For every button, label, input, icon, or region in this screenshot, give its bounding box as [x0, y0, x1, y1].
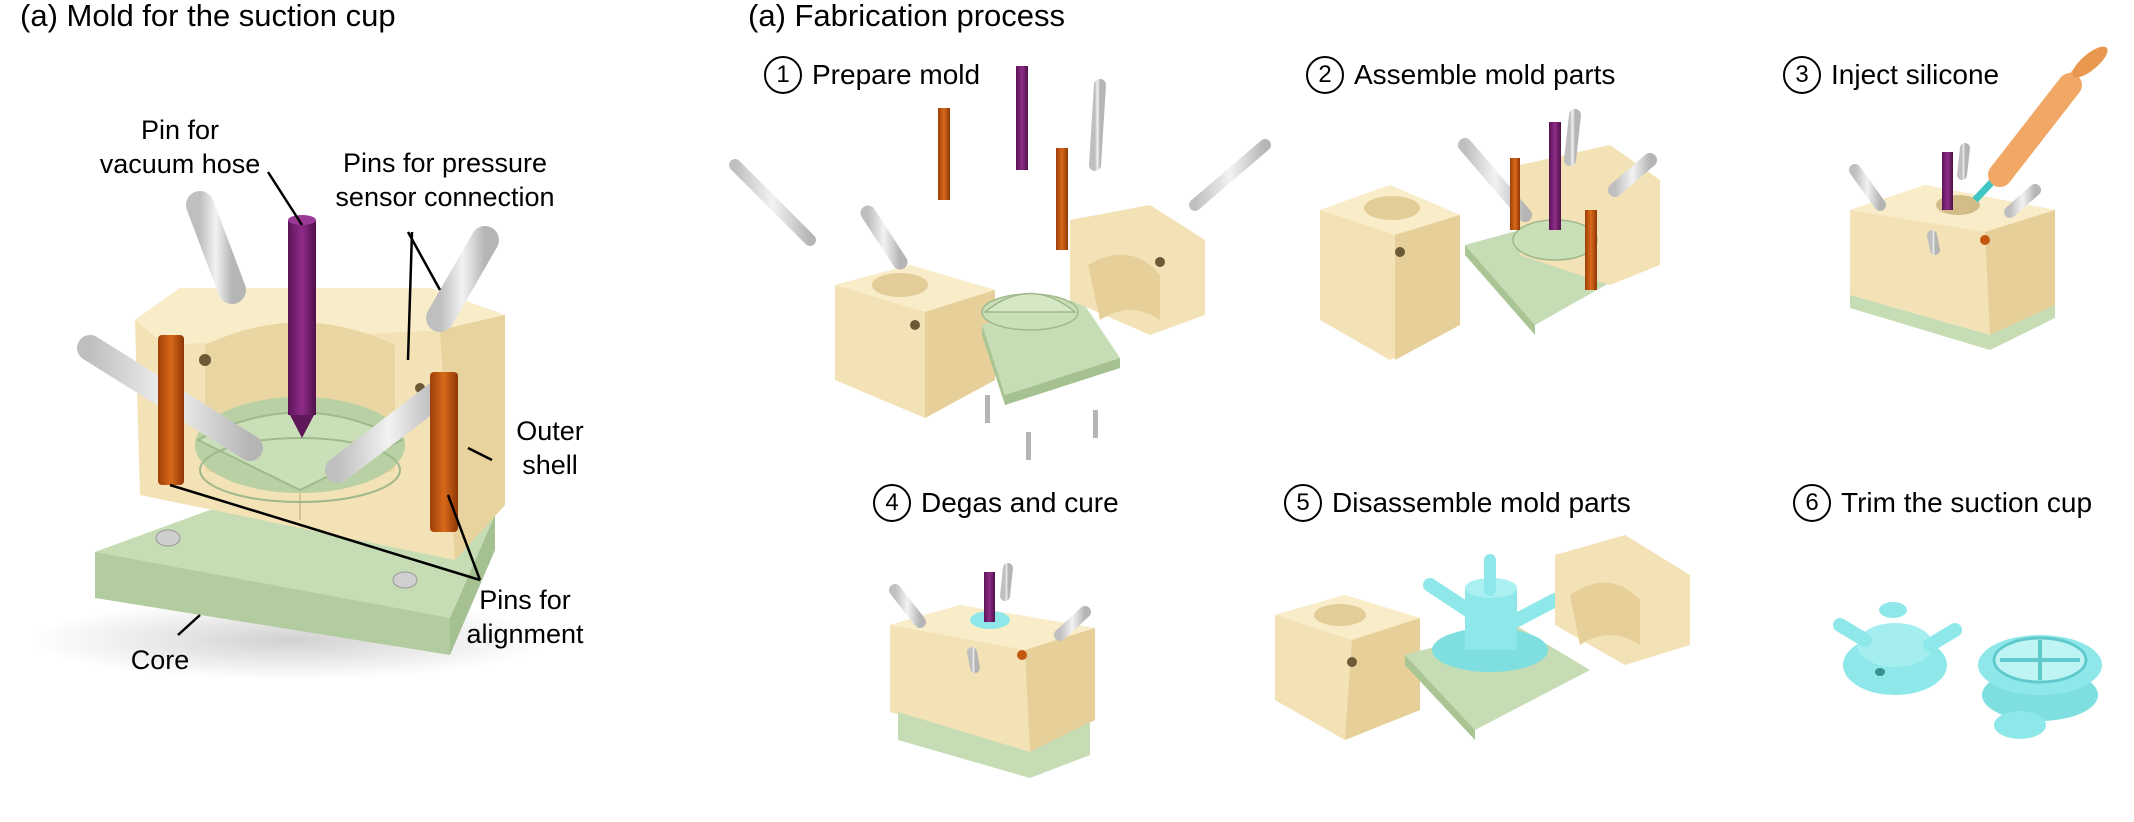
- step-number: 1: [764, 56, 802, 94]
- step1-illustration: [729, 66, 1271, 460]
- step-number: 6: [1793, 484, 1831, 522]
- panel-a-title: (a) Mold for the suction cup: [20, 0, 396, 33]
- label-pins-pressure-sensor: Pins for pressure sensor connection: [335, 148, 555, 212]
- step-label: Inject silicone: [1831, 59, 2000, 90]
- step-4: 4 Degas and cure: [873, 484, 1119, 522]
- step-2: 2 Assemble mold parts: [1306, 56, 1615, 94]
- step-label: Assemble mold parts: [1354, 59, 1616, 90]
- step-label: Degas and cure: [921, 487, 1119, 518]
- step-5: 5 Disassemble mold parts: [1284, 484, 1631, 522]
- step-label: Disassemble mold parts: [1332, 487, 1631, 518]
- label-core: Core: [130, 645, 190, 675]
- step-3: 3 Inject silicone: [1783, 56, 1999, 94]
- callout-lines: [169, 171, 493, 636]
- step-6: 6 Trim the suction cup: [1793, 484, 2092, 522]
- step-number: 5: [1284, 484, 1322, 522]
- step2-illustration: [1320, 109, 1660, 360]
- step-label: Prepare mold: [812, 59, 981, 90]
- step4-illustration: [889, 563, 1095, 778]
- label-outer-shell: Outer shell: [516, 416, 584, 480]
- step-number: 4: [873, 484, 911, 522]
- step-number: 3: [1783, 56, 1821, 94]
- step5-illustration: [1275, 535, 1690, 740]
- step-number: 2: [1306, 56, 1344, 94]
- large-mold: [30, 191, 550, 680]
- step3-illustration: [1849, 46, 2108, 350]
- label-pins-alignment: Pins for alignment: [466, 585, 584, 649]
- label-pin-vacuum-hose: Pin for vacuum hose: [99, 115, 261, 179]
- panel-b-title: (a) Fabrication process: [748, 0, 1066, 33]
- step6-illustration: [1833, 602, 2102, 739]
- step-1: 1 Prepare mold: [764, 56, 980, 94]
- step-label: Trim the suction cup: [1841, 487, 2093, 518]
